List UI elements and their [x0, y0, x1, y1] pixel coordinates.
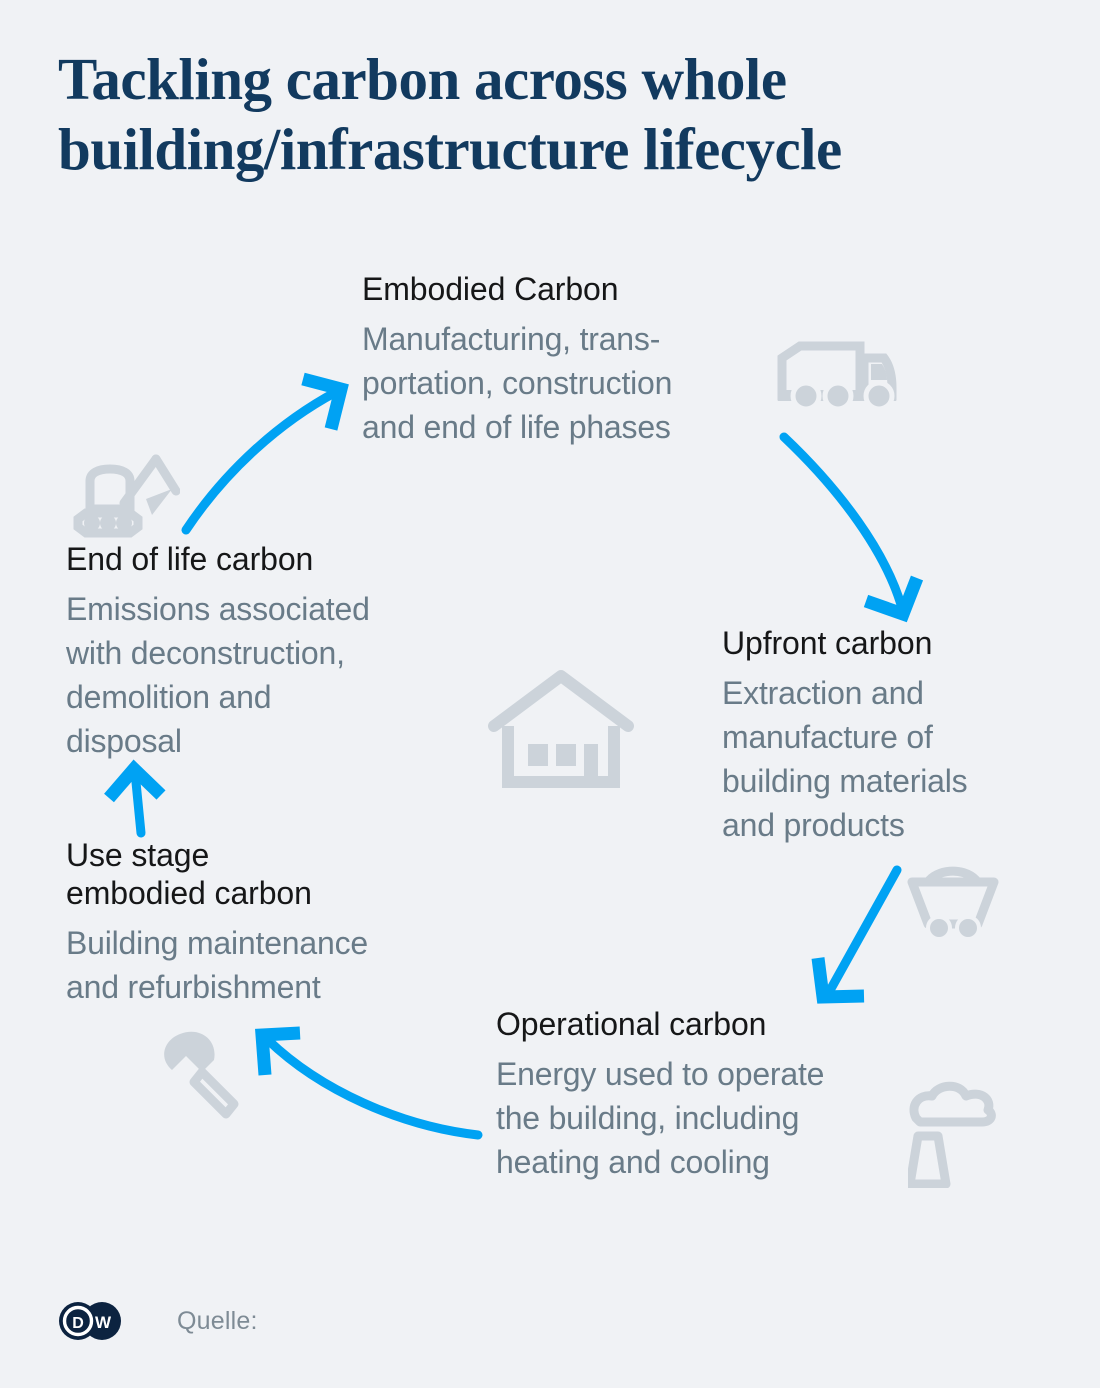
- footer: D W Quelle:: [58, 1300, 258, 1342]
- mining-cart-icon: [906, 866, 1000, 944]
- node-operational-carbon-body: Energy used to operate the building, inc…: [496, 1056, 825, 1180]
- page-title: Tackling carbon across whole building/in…: [58, 46, 842, 182]
- node-use-stage-embodied-carbon-body: Building maintenance and refurbishment: [66, 925, 368, 1005]
- node-upfront-carbon: Upfront carbon Extraction and manufactur…: [722, 624, 1052, 847]
- node-embodied-carbon: Embodied Carbon Manufacturing, trans- po…: [362, 270, 792, 449]
- node-end-of-life-carbon: End of life carbon Emissions associated …: [66, 540, 466, 763]
- truck-icon: [776, 340, 900, 416]
- arrow-endoflife-to-embodied: [181, 372, 349, 535]
- wrench-icon: [152, 1028, 244, 1120]
- arrow-operational-to-usestage: [255, 1026, 483, 1140]
- node-end-of-life-carbon-heading: End of life carbon: [66, 541, 314, 577]
- node-operational-carbon-heading: Operational carbon: [496, 1006, 767, 1042]
- arrow-upfront-to-operational: [811, 865, 902, 1004]
- node-embodied-carbon-heading: Embodied Carbon: [362, 271, 619, 307]
- node-use-stage-embodied-carbon: Use stage embodied carbon Building maint…: [66, 836, 496, 1009]
- svg-text:D: D: [72, 1315, 84, 1332]
- factory-smokestack-icon: [908, 1080, 1004, 1188]
- node-use-stage-embodied-carbon-heading: Use stage embodied carbon: [66, 837, 312, 911]
- node-upfront-carbon-body: Extraction and manufacture of building m…: [722, 675, 968, 843]
- house-icon: [488, 668, 634, 788]
- dw-logo: D W: [59, 1302, 121, 1340]
- arrow-usestage-to-endoflife: [104, 759, 166, 838]
- node-upfront-carbon-heading: Upfront carbon: [722, 625, 933, 661]
- node-operational-carbon: Operational carbon Energy used to operat…: [496, 1005, 916, 1184]
- svg-text:W: W: [95, 1313, 112, 1332]
- node-embodied-carbon-body: Manufacturing, trans- portation, constru…: [362, 321, 673, 445]
- excavator-icon: [68, 447, 180, 539]
- arrow-embodied-to-upfront: [779, 432, 924, 623]
- node-end-of-life-carbon-body: Emissions associated with deconstruction…: [66, 591, 370, 759]
- source-label: Quelle:: [177, 1306, 258, 1335]
